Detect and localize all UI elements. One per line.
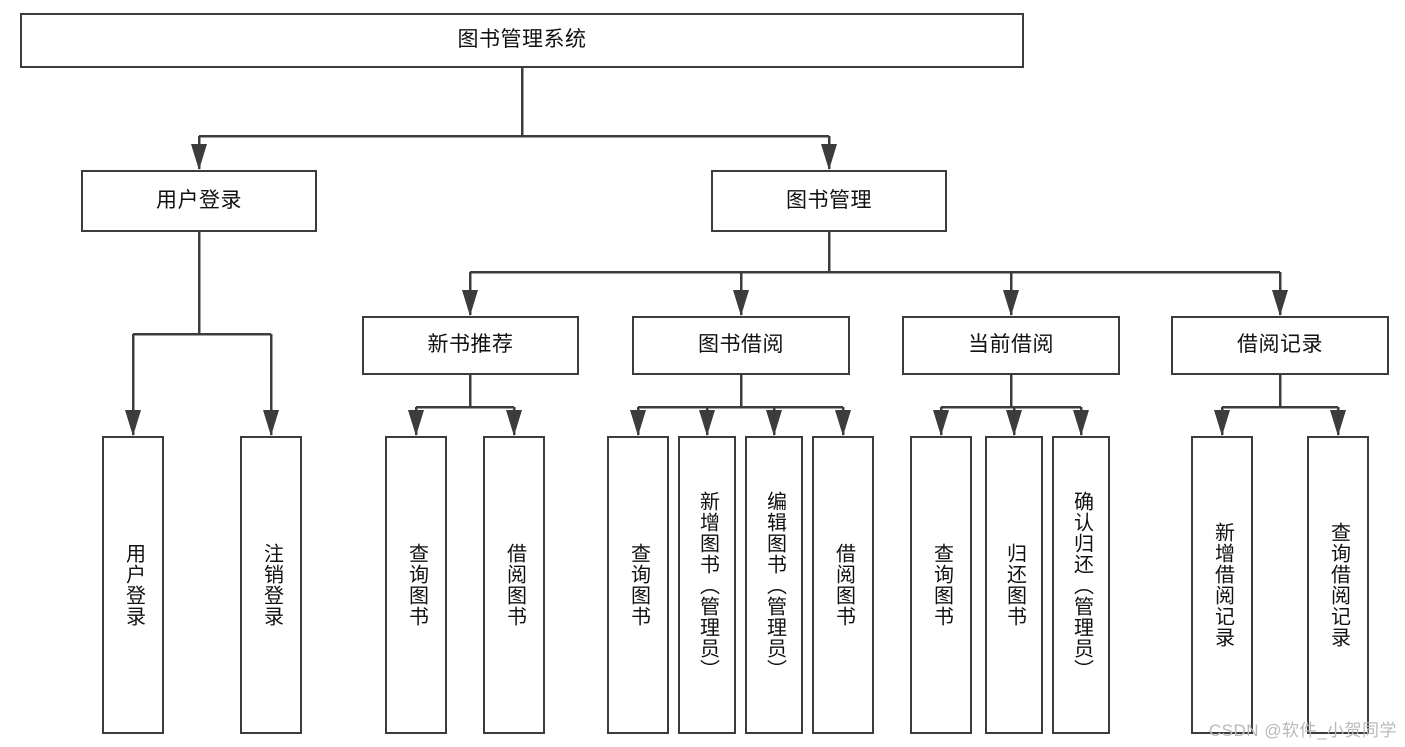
node-label: 新书推荐 xyxy=(427,333,514,357)
node-label: 图书管理系统 xyxy=(457,28,587,52)
leaf-label: 编辑图书（管理员） xyxy=(763,490,786,680)
leaf-label: 注销登录 xyxy=(260,543,283,627)
node-book-borrowing[interactable]: 图书借阅 xyxy=(632,316,850,375)
leaf-node-user-login[interactable]: 用户登录 xyxy=(102,436,164,734)
leaf-node-add-borrow-record[interactable]: 新增借阅记录 xyxy=(1191,436,1253,734)
leaf-label: 确认归还（管理员） xyxy=(1070,490,1093,680)
leaf-label: 归还图书 xyxy=(1003,543,1026,627)
node-new-book-recommendation[interactable]: 新书推荐 xyxy=(362,316,579,375)
leaf-node-edit-book-admin[interactable]: 编辑图书（管理员） xyxy=(745,436,803,734)
leaf-node-return-book[interactable]: 归还图书 xyxy=(985,436,1043,734)
leaf-label: 借阅图书 xyxy=(832,543,855,627)
node-user-login[interactable]: 用户登录 xyxy=(81,170,317,232)
leaf-node-confirm-return-admin[interactable]: 确认归还（管理员） xyxy=(1052,436,1110,734)
leaf-label: 查询图书 xyxy=(627,543,650,627)
leaf-node-query-book-new[interactable]: 查询图书 xyxy=(385,436,447,734)
leaf-node-query-book-borrow[interactable]: 查询图书 xyxy=(607,436,669,734)
leaf-label: 借阅图书 xyxy=(503,543,526,627)
leaf-label: 查询图书 xyxy=(930,543,953,627)
node-current-borrowing[interactable]: 当前借阅 xyxy=(902,316,1120,375)
node-book-management[interactable]: 图书管理 xyxy=(711,170,947,232)
leaf-node-borrow-book[interactable]: 借阅图书 xyxy=(812,436,874,734)
leaf-node-borrow-book-new[interactable]: 借阅图书 xyxy=(483,436,545,734)
leaf-label: 用户登录 xyxy=(122,543,145,627)
leaf-label: 新增借阅记录 xyxy=(1211,522,1234,648)
node-label: 用户登录 xyxy=(156,188,242,212)
leaf-node-query-borrow-record[interactable]: 查询借阅记录 xyxy=(1307,436,1369,734)
node-label: 当前借阅 xyxy=(968,333,1054,357)
leaf-label: 查询借阅记录 xyxy=(1327,522,1350,648)
leaf-label: 新增图书（管理员） xyxy=(696,490,719,680)
node-borrowing-record[interactable]: 借阅记录 xyxy=(1171,316,1389,375)
node-label: 图书管理 xyxy=(786,188,872,212)
leaf-node-query-book-current[interactable]: 查询图书 xyxy=(910,436,972,734)
node-label: 图书借阅 xyxy=(698,333,784,357)
node-label: 借阅记录 xyxy=(1237,333,1323,357)
leaf-node-add-book-admin[interactable]: 新增图书（管理员） xyxy=(678,436,736,734)
leaf-label: 查询图书 xyxy=(405,543,428,627)
leaf-node-user-logout[interactable]: 注销登录 xyxy=(240,436,302,734)
node-book-management-system[interactable]: 图书管理系统 xyxy=(20,13,1024,68)
